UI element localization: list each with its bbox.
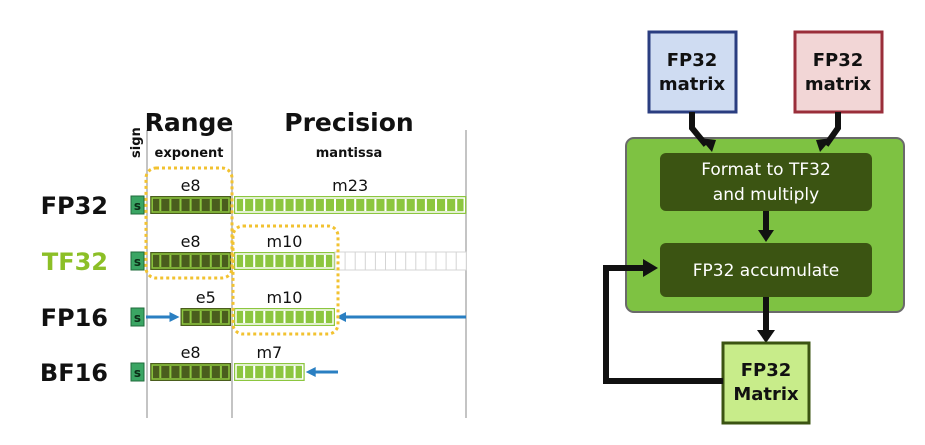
input-a-line2: matrix bbox=[659, 74, 726, 95]
mantissa-label: m7 bbox=[256, 343, 282, 362]
arrow-input-b-head bbox=[816, 138, 832, 152]
mantissa-label: m10 bbox=[267, 232, 303, 251]
sign-bit-label: s bbox=[134, 366, 141, 380]
output-matrix bbox=[721, 341, 811, 425]
format-name: FP32 bbox=[41, 192, 108, 220]
mantissa-bits bbox=[234, 196, 467, 214]
sign-bit bbox=[130, 307, 145, 327]
range-header: Range bbox=[145, 108, 234, 137]
format-multiply-block bbox=[660, 153, 872, 211]
sign-header: sign bbox=[129, 127, 144, 158]
mantissa-subheader: mantissa bbox=[316, 146, 383, 161]
exponent-label: e5 bbox=[196, 288, 216, 307]
input-b-line1: FP32 bbox=[813, 50, 864, 71]
format-row-tf32: TF32 s e8 m10 bbox=[42, 232, 467, 276]
format-row-bf16: BF16 s e8 m7 bbox=[40, 343, 338, 387]
feedback-loop-arrow bbox=[603, 265, 723, 384]
output-line2: Matrix bbox=[733, 384, 799, 405]
exponent-label: e8 bbox=[181, 176, 201, 195]
format-row-fp16: FP16 s e5 m10 bbox=[41, 288, 466, 332]
exponent-highlight bbox=[144, 166, 234, 280]
accumulate-label: FP32 accumulate bbox=[693, 261, 840, 281]
exponent-label: e8 bbox=[181, 343, 201, 362]
sign-bit-label: s bbox=[134, 199, 141, 213]
exponent-bits bbox=[180, 308, 231, 326]
format-multiply-line2: and multiply bbox=[713, 185, 819, 205]
sign-bit bbox=[130, 362, 145, 382]
format-name: TF32 bbox=[42, 248, 108, 276]
sign-bit-label: s bbox=[134, 311, 141, 325]
output-line1: FP32 bbox=[741, 360, 792, 381]
input-matrix-a bbox=[647, 30, 738, 114]
format-multiply-line1: Format to TF32 bbox=[701, 160, 831, 180]
precision-header: Precision bbox=[284, 108, 413, 137]
sign-bit bbox=[130, 251, 145, 271]
exponent-subheader: exponent bbox=[155, 146, 224, 161]
mantissa-label: m10 bbox=[267, 288, 303, 307]
input-b-line2: matrix bbox=[805, 74, 872, 95]
arrow-input-a-head bbox=[700, 138, 716, 152]
exponent-label: e8 bbox=[181, 232, 201, 251]
format-name: BF16 bbox=[40, 359, 108, 387]
unused-bits bbox=[334, 251, 467, 271]
input-a-line1: FP32 bbox=[667, 50, 718, 71]
sign-bit-label: s bbox=[134, 255, 141, 269]
mantissa-label: m23 bbox=[332, 176, 368, 195]
input-matrix-b bbox=[793, 30, 884, 114]
sign-bit bbox=[130, 195, 145, 215]
mantissa-bits bbox=[234, 363, 305, 381]
mantissa-highlight bbox=[231, 224, 340, 336]
accumulate-block bbox=[660, 243, 872, 297]
format-row-fp32: FP32 s e8 m23 bbox=[41, 176, 467, 220]
format-name: FP16 bbox=[41, 304, 108, 332]
